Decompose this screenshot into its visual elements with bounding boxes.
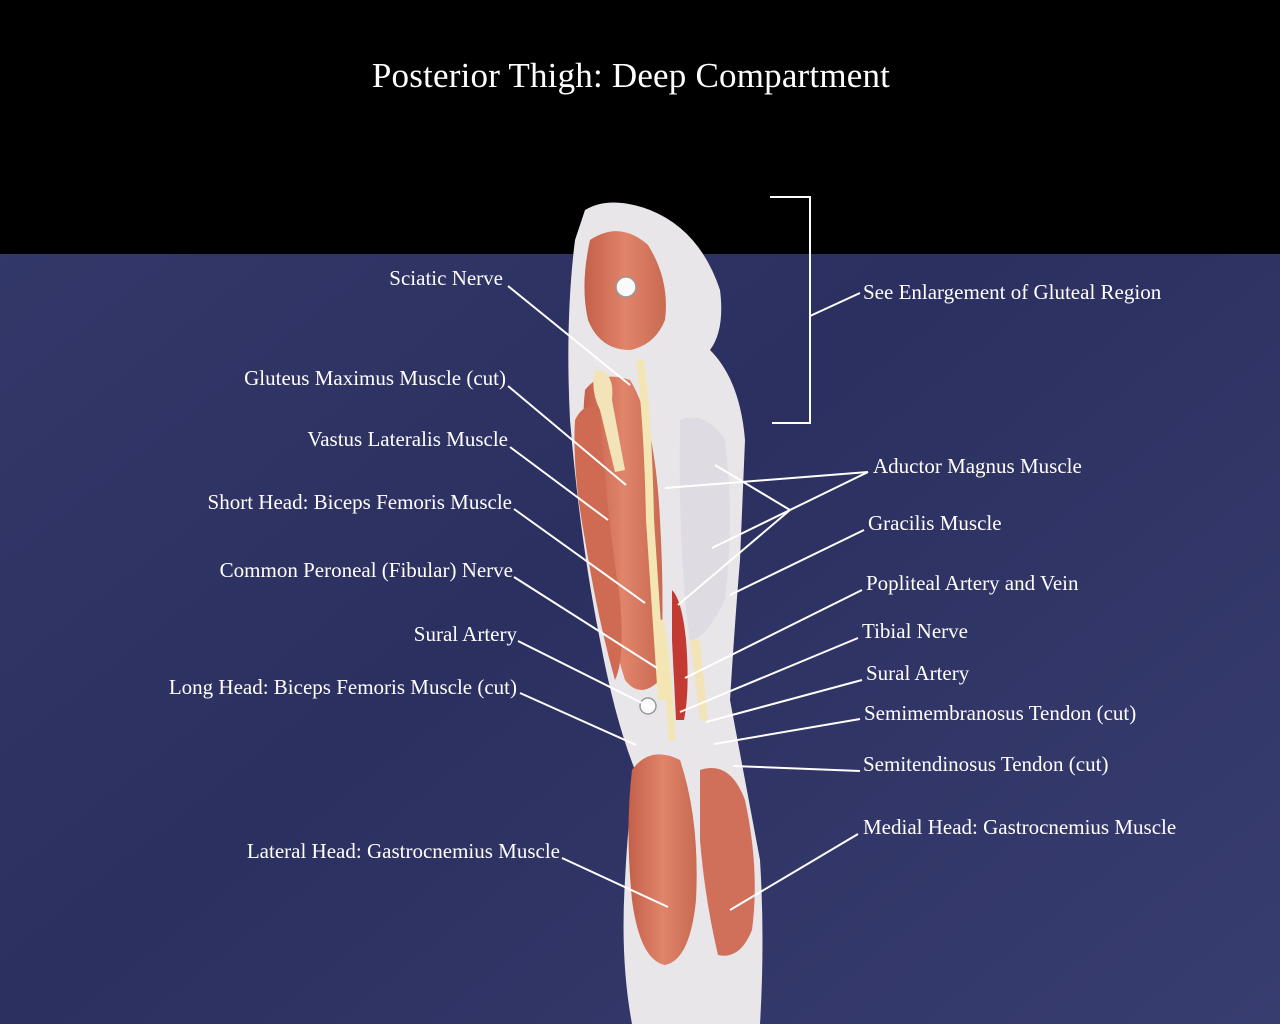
leader-vastus-lateralis (509, 446, 609, 521)
leader-gluteal-enlargement (809, 292, 861, 317)
label-adductor-magnus: Aductor Magnus Muscle (873, 454, 1082, 478)
label-gluteus-maximus: Gluteus Maximus Muscle (cut) (244, 366, 506, 390)
leader-semimembranosus (713, 718, 861, 745)
label-long-head-biceps: Long Head: Biceps Femoris Muscle (cut) (168, 675, 517, 699)
leader-sural-artery-left (517, 640, 653, 709)
gastrocnemius-lateral-head (628, 754, 697, 965)
label-sural-artery-left: Sural Artery (413, 622, 517, 646)
leader-adductor-magnus-a (664, 471, 869, 489)
tibial-nerve (656, 619, 676, 741)
label-semimembranosus: Semimembranosus Tendon (cut) (864, 701, 1137, 725)
leader-short-head-biceps (513, 508, 646, 604)
label-sciatic-nerve: Sciatic Nerve (389, 266, 503, 290)
leader-long-head-biceps (519, 692, 637, 746)
label-tibial-nerve: Tibial Nerve (862, 619, 968, 643)
diagram-title: Posterior Thigh: Deep Compartment (371, 56, 891, 95)
leader-sural-artery-right (705, 679, 863, 723)
label-popliteal: Popliteal Artery and Vein (866, 571, 1079, 595)
vastus-lateralis-muscle (574, 406, 622, 680)
leader-gluteus-maximus (507, 385, 627, 486)
label-vastus-lateralis: Vastus Lateralis Muscle (307, 427, 508, 451)
sciatic-nerve (636, 359, 666, 701)
leader-common-peroneal (513, 576, 658, 669)
label-short-head-biceps: Short Head: Biceps Femoris Muscle (207, 490, 512, 514)
leader-tibial-nerve (679, 637, 859, 713)
label-common-peroneal: Common Peroneal (Fibular) Nerve (219, 558, 513, 582)
label-gracilis: Gracilis Muscle (868, 511, 1002, 535)
label-gluteal-enlargement: See Enlargement of Gluteal Region (863, 280, 1162, 304)
leader-adductor-magnus-d (677, 509, 791, 606)
gluteal-bracket (770, 196, 811, 424)
label-sural-artery-right: Sural Artery (866, 661, 970, 685)
gastrocnemius-medial-head (700, 768, 755, 956)
label-lateral-gastrocnemius: Lateral Head: Gastrocnemius Muscle (246, 839, 560, 863)
label-medial-gastrocnemius: Medial Head: Gastrocnemius Muscle (863, 815, 1177, 839)
cut-gluteus-flap (593, 370, 625, 472)
leader-adductor-magnus-c (714, 464, 791, 511)
femur-head-peg (615, 276, 637, 298)
leader-medial-gastrocnemius (729, 833, 859, 911)
leader-gracilis (729, 529, 865, 596)
leader-sciatic-nerve (507, 285, 631, 386)
adductor-region (679, 417, 730, 640)
popliteal-vessels (672, 590, 688, 720)
label-semitendinosus: Semitendinosus Tendon (cut) (863, 752, 1109, 776)
leader-popliteal (684, 589, 863, 679)
leader-semitendinosus (732, 765, 861, 772)
leader-lateral-gastrocnemius (561, 857, 669, 908)
